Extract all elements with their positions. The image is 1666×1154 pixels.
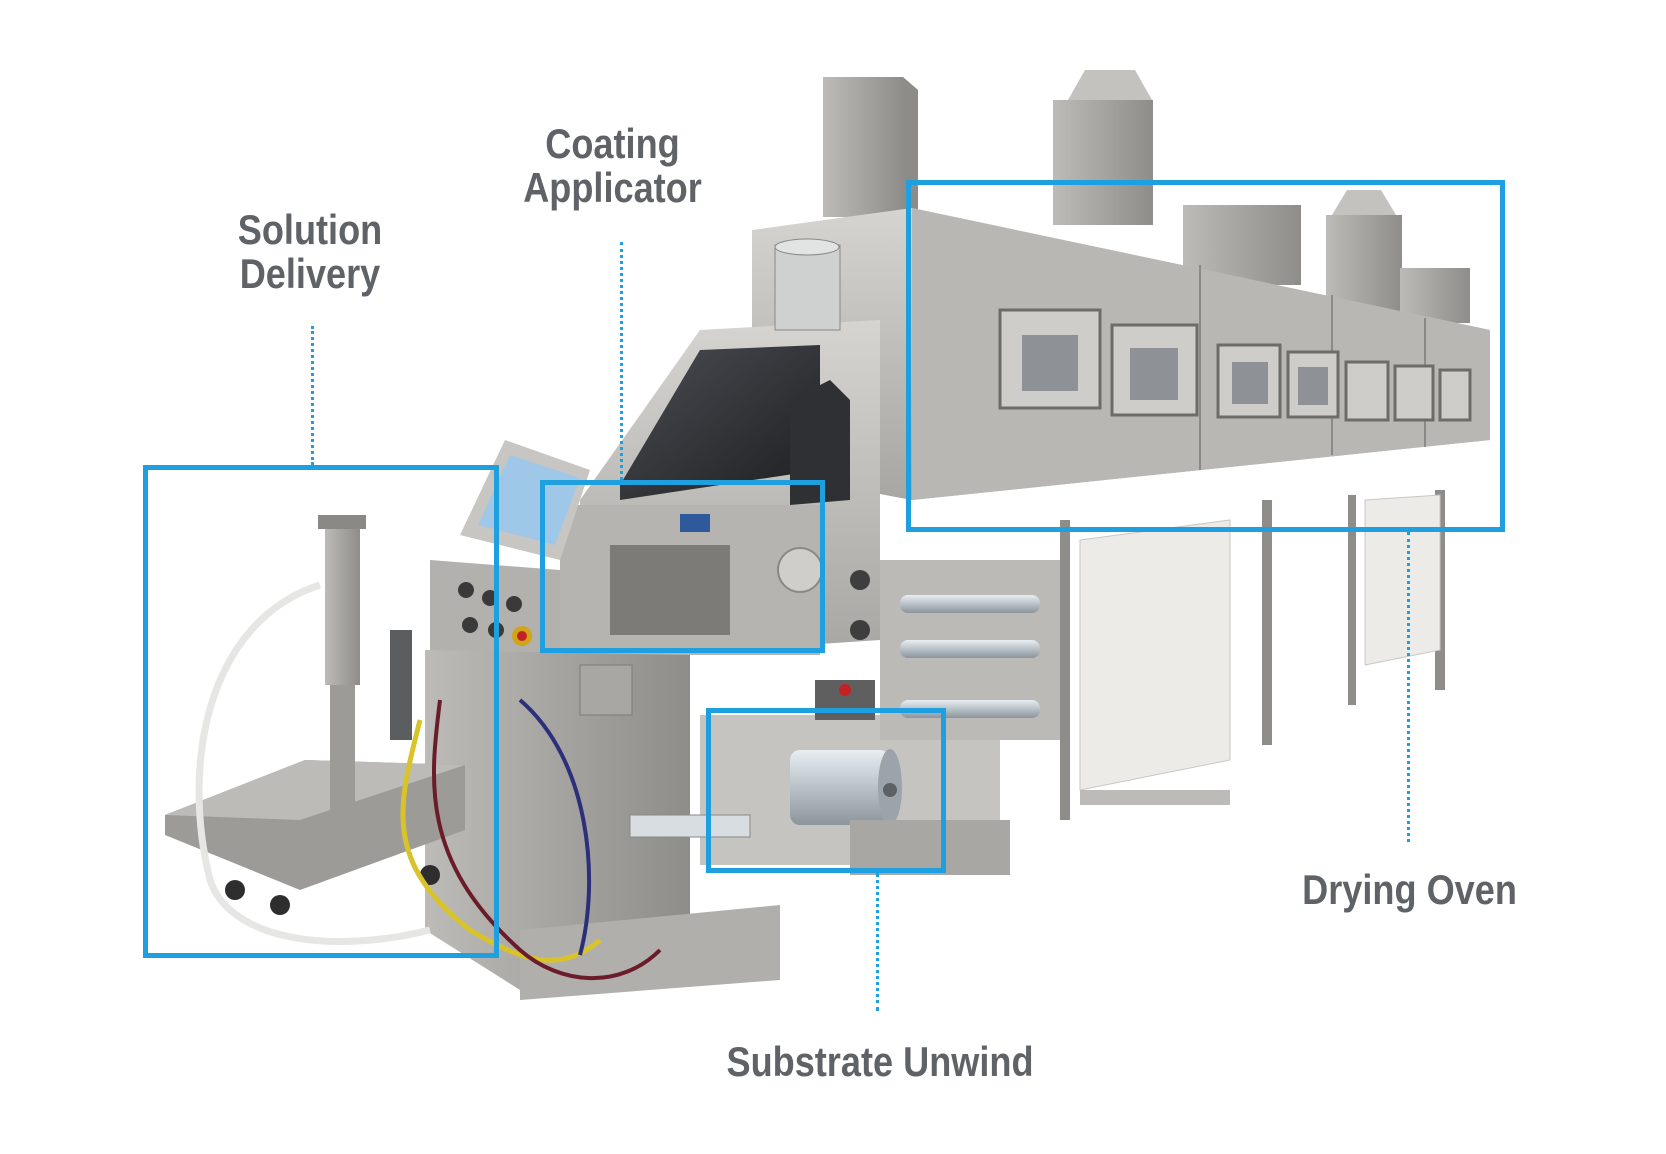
- drying-oven-label: Drying Oven: [1302, 866, 1517, 913]
- solution-delivery-label-line-1: Solution: [237, 206, 383, 253]
- drying-oven-label-text: Drying Oven: [1302, 866, 1517, 913]
- drying-oven-highlight-box: [906, 180, 1505, 532]
- solution-delivery-label: Solution Delivery: [224, 206, 396, 298]
- drying-oven-leader-line: [1407, 532, 1410, 842]
- coating-applicator-highlight-box: [540, 480, 825, 653]
- web-path-rollers: [850, 560, 1060, 740]
- front-pedestal: [425, 650, 780, 1000]
- coating-enclosure: [560, 238, 880, 660]
- solution-delivery-leader-line: [311, 326, 314, 465]
- oven-body: [752, 208, 1490, 500]
- support-frame: [1060, 490, 1445, 820]
- solution-delivery-cart: [165, 515, 662, 981]
- solution-delivery-label-line-2: Delivery: [239, 250, 381, 298]
- coating-applicator-label-line-2: Applicator: [523, 164, 702, 212]
- substrate-unwind-highlight-box: [706, 708, 946, 873]
- solution-delivery-highlight-box: [143, 465, 499, 958]
- coating-applicator-label: Coating Applicator: [520, 120, 705, 212]
- coating-applicator-leader-line: [620, 242, 623, 480]
- substrate-unwind-leader-line: [876, 873, 879, 1011]
- control-panel: [430, 440, 590, 670]
- substrate-unwind-label: Substrate Unwind: [725, 1038, 1035, 1085]
- coating-applicator-label-line-1: Coating: [545, 120, 680, 167]
- substrate-unwind-label-text: Substrate Unwind: [726, 1038, 1034, 1085]
